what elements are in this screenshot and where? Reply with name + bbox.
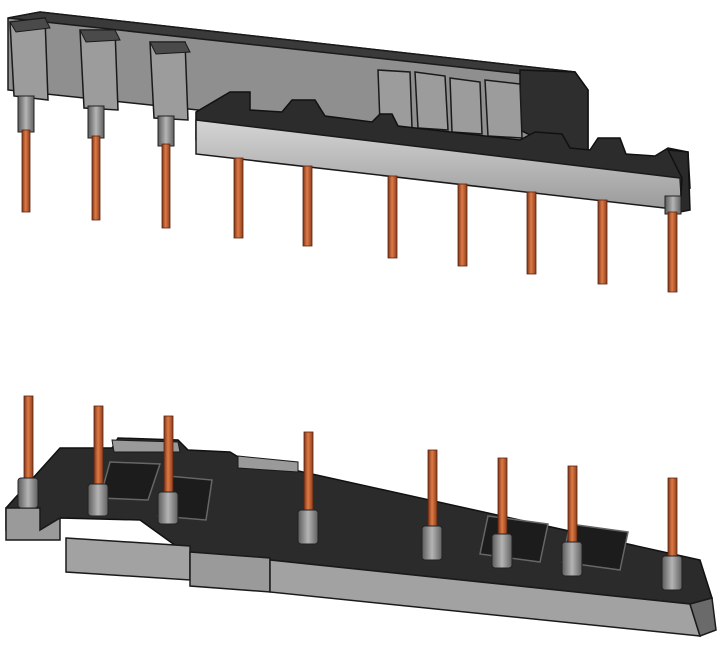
lower-wiring-bridge [5, 395, 717, 637]
upper-front-bar-end [666, 149, 691, 213]
lower-front-face-mid [189, 551, 271, 593]
lower-front-face-left [5, 507, 61, 541]
pin [302, 165, 313, 247]
pin [387, 175, 398, 259]
pin [157, 415, 179, 525]
pin [17, 395, 39, 509]
lower-front-face-end [689, 597, 717, 637]
lower-pins [17, 395, 683, 591]
upper-front-pins [233, 157, 682, 293]
lower-rear-tab-left [111, 439, 181, 453]
pin [233, 157, 244, 239]
pin [17, 95, 35, 213]
lower-rear-tab-mid [237, 455, 299, 473]
pin [491, 457, 513, 569]
pin [597, 199, 608, 285]
lower-front-face-main [65, 537, 191, 581]
pin [661, 477, 683, 591]
pin [87, 105, 105, 221]
upper-left-terminals [9, 17, 191, 121]
pin [157, 115, 175, 229]
upper-right-terminals [377, 69, 523, 139]
pin [664, 195, 682, 293]
pin [421, 449, 443, 561]
upper-rear-pins [17, 95, 175, 229]
pin [526, 191, 537, 275]
pin [297, 431, 319, 545]
pin [457, 183, 468, 267]
pin [87, 405, 109, 517]
pin [561, 465, 583, 577]
upper-wiring-bridge [7, 11, 691, 293]
lower-window-right-a [479, 515, 549, 563]
